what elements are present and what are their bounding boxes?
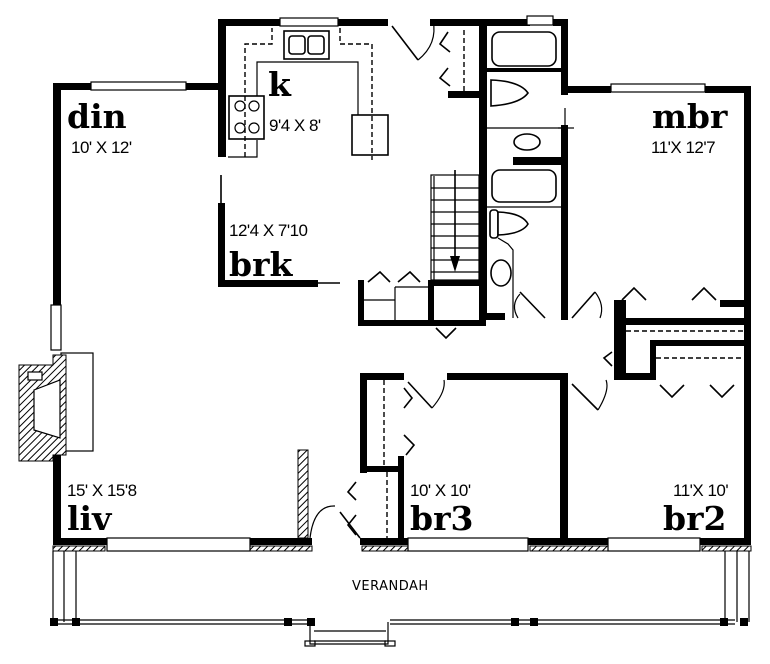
stairs [430,170,480,281]
bath-fixtures [487,31,574,318]
room-dims-bedroom-2: 11'X 10' [673,481,728,500]
bathtub-icon [491,169,557,203]
room-dims-bedroom-3: 10' X 10' [410,481,471,500]
toilet-icon [490,79,529,107]
stairs-down-arrow-icon [450,256,460,272]
room-name-dining: din [67,97,127,136]
room-dims-kitchen: 9'4 X 8' [269,116,321,135]
interior-walls [218,19,751,544]
room-name-breakfast: brk [229,245,293,284]
room-name-bedroom-3: br3 [410,499,473,538]
lavatory-icon [513,133,541,151]
refrigerator-icon [351,114,389,156]
toilet-icon [497,211,529,236]
front-steps [304,622,396,647]
kitchen-fixtures [228,28,389,160]
verandah: VERANDAH [50,551,750,647]
verandah-label: VERANDAH [352,579,429,594]
range-icon [228,95,265,140]
room-dims-breakfast: 12'4 X 7'10 [229,221,308,240]
room-dims-living: 15' X 15'8 [67,481,137,500]
room-name-kitchen: k [268,65,292,104]
doors [309,19,735,539]
bathtub-icon [491,31,557,67]
lavatory-icon [490,259,512,287]
room-dims-master-bedroom: 11'X 12'7 [651,138,715,157]
room-name-master-bedroom: mbr [652,97,728,136]
room-name-bedroom-2: br2 [663,499,726,538]
room-labels: k 9'4 X 8' din 10' X 12' 12'4 X 7'10 brk… [67,65,729,538]
fireplace [18,352,94,462]
room-name-living: liv [67,499,112,538]
room-dims-dining: 10' X 12' [71,138,132,157]
windows [50,15,706,552]
